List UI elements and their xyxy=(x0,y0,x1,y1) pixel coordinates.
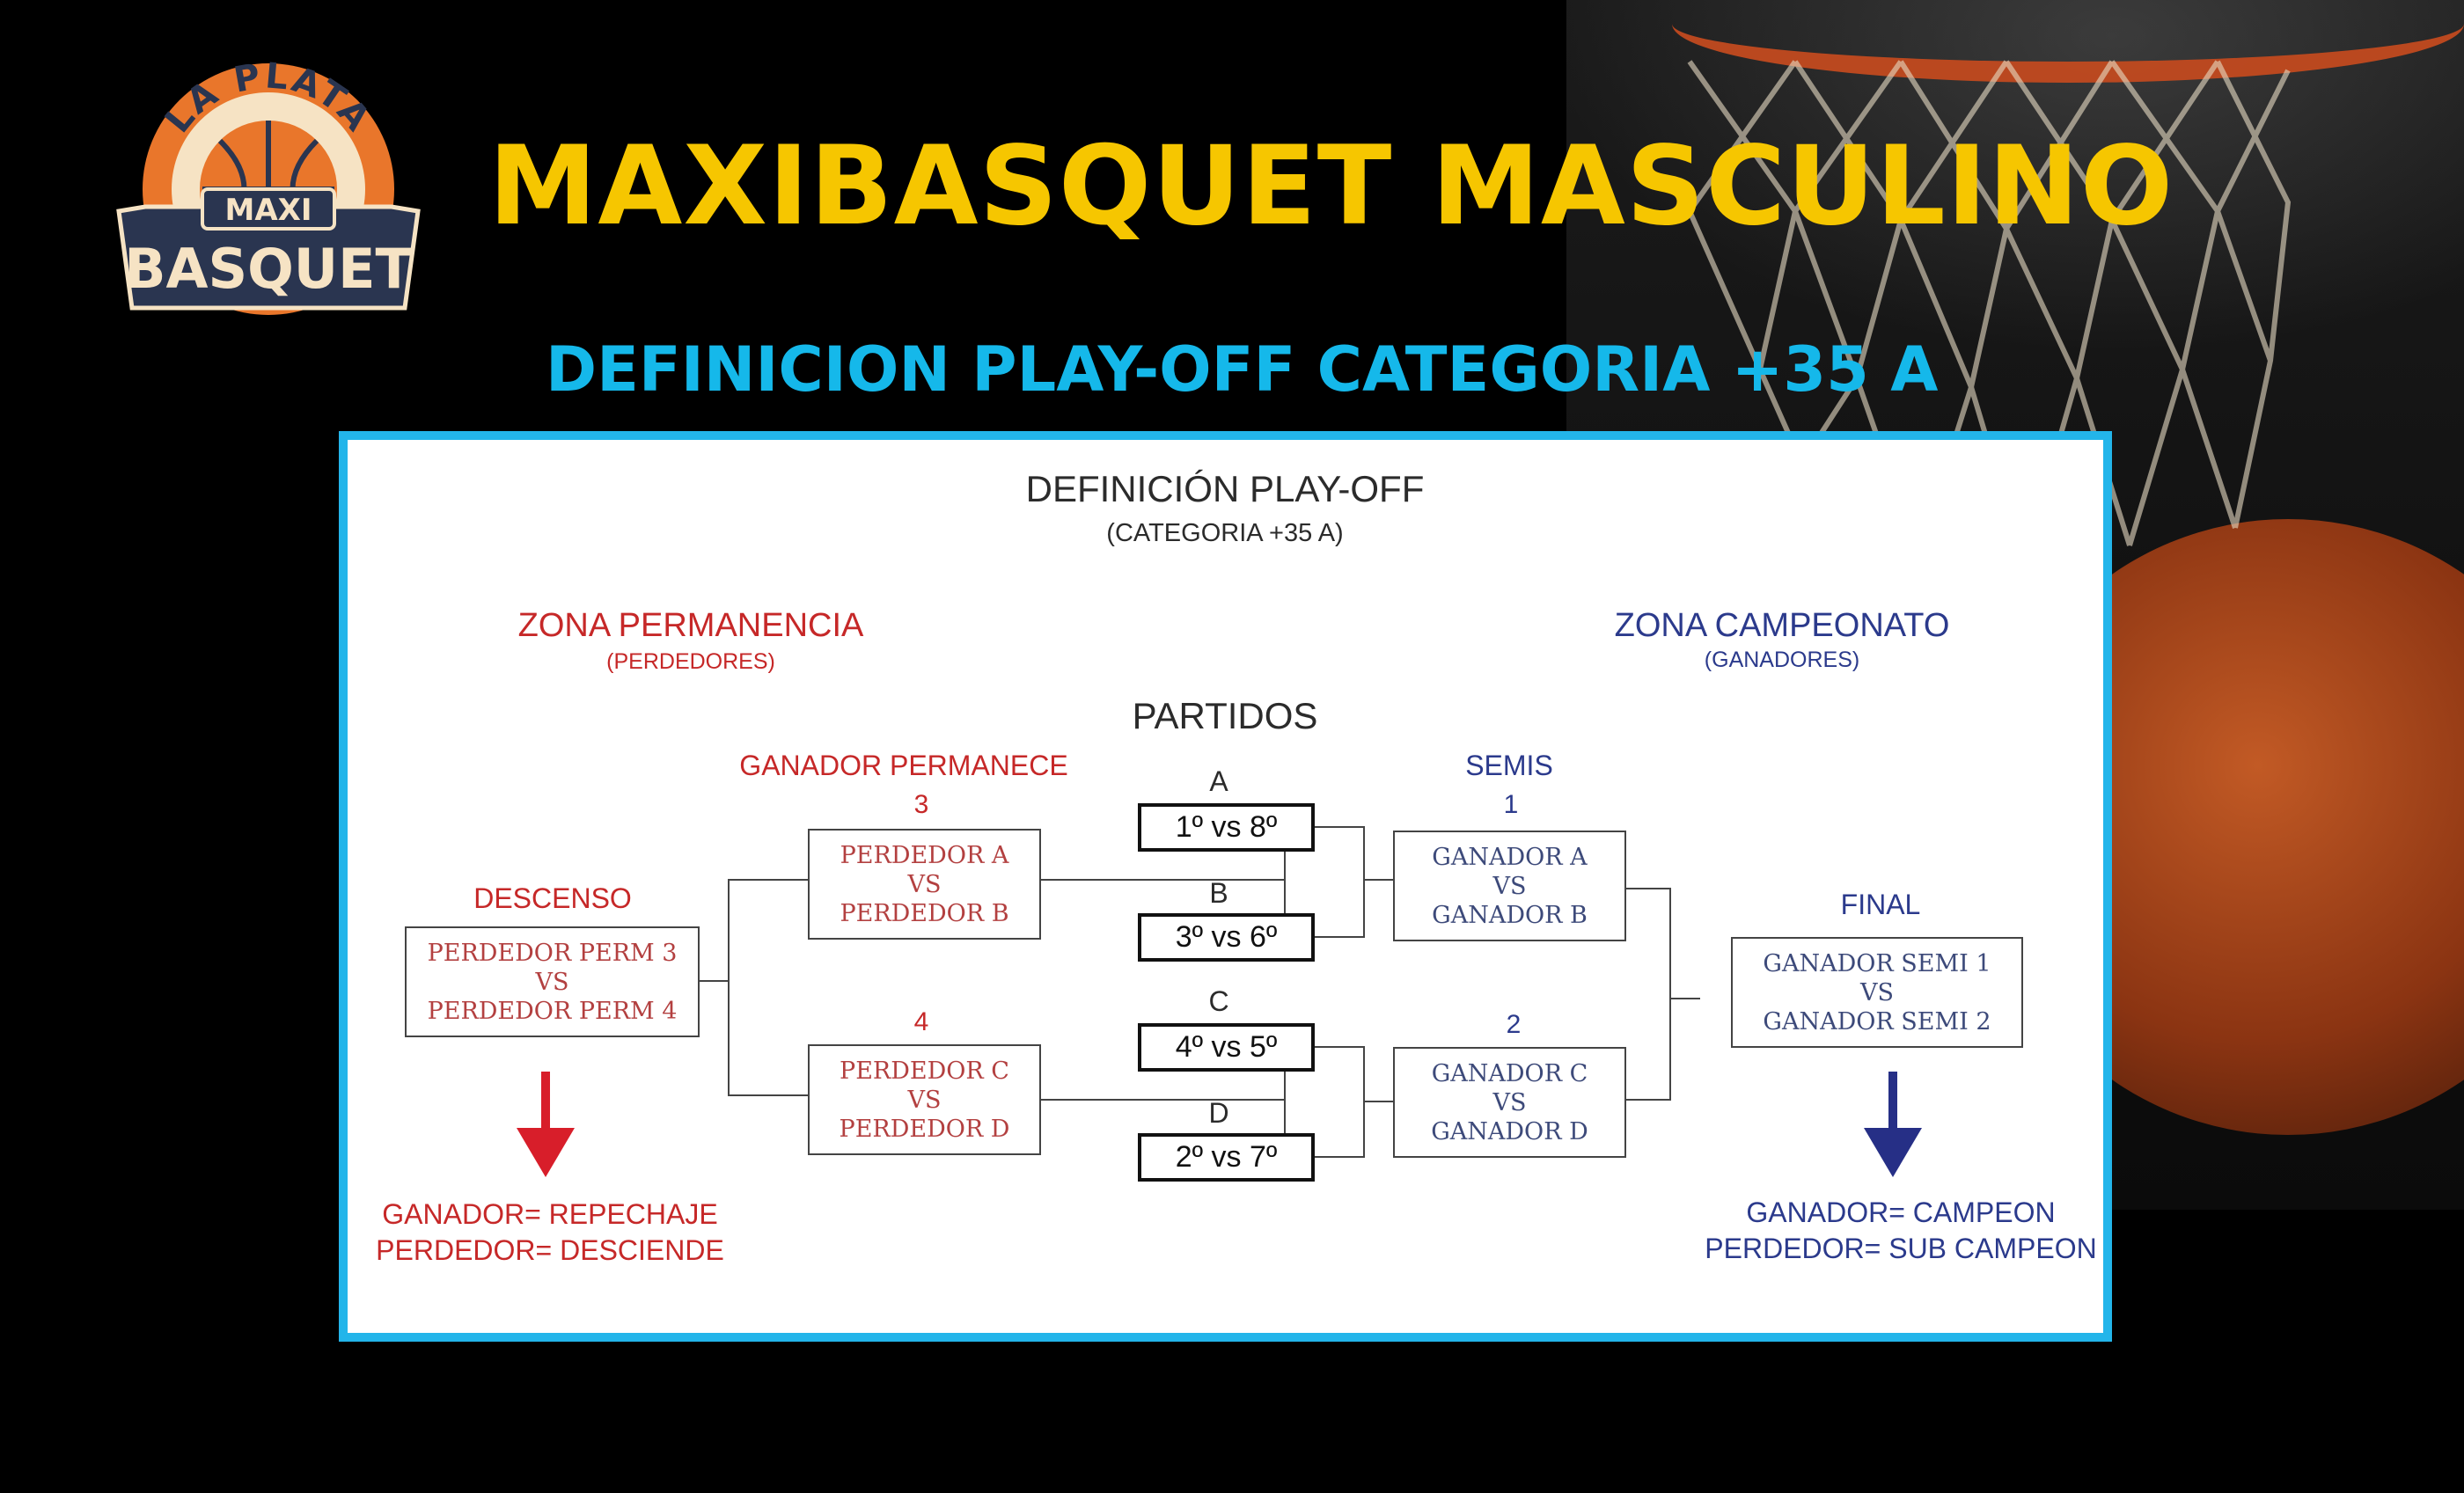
semi-2-line1: GANADOR C xyxy=(1431,1059,1588,1087)
result-right-line2: PERDEDOR= SUB CAMPEON xyxy=(1705,1233,2097,1264)
result-left-line2: PERDEDOR= DESCIENDE xyxy=(376,1234,724,1266)
perm-3-box: PERDEDOR A VS PERDEDOR B xyxy=(808,829,1041,940)
perm-4-number: 4 xyxy=(913,1007,929,1036)
final-vs: VS xyxy=(1860,978,1894,1006)
zona-campeonato-sub: (GANADORES) xyxy=(1704,648,1860,672)
logo-text-maxi: MAXI xyxy=(224,193,312,228)
diagram-subtitle: (CATEGORIA +35 A) xyxy=(1106,519,1344,547)
semi-1-vs: VS xyxy=(1492,872,1527,900)
perm-4-line1: PERDEDOR C xyxy=(840,1057,1009,1085)
match-letter-c: C xyxy=(1208,985,1229,1017)
page-title: MAXIBASQUET MASCULINO xyxy=(488,123,2174,250)
perm-4-vs: VS xyxy=(907,1086,942,1114)
final-box: GANADOR SEMI 1 VS GANADOR SEMI 2 xyxy=(1731,937,2023,1048)
descenso-vs: VS xyxy=(535,968,569,996)
match-b-box: 3º vs 6º xyxy=(1138,913,1315,962)
ganador-permanece-label: GANADOR PERMANECE xyxy=(739,750,1068,781)
perm-4-box: PERDEDOR C VS PERDEDOR D xyxy=(808,1044,1041,1155)
match-letter-d: D xyxy=(1208,1097,1229,1129)
la-plata-maxibasquet-logo: LA PLATA MAXI BASQUET xyxy=(116,57,421,315)
final-line2: GANADOR SEMI 2 xyxy=(1763,1007,1991,1036)
perm-3-line1: PERDEDOR A xyxy=(840,841,1009,869)
bracket-connectors xyxy=(517,826,1922,1177)
descenso-label: DESCENSO xyxy=(473,882,632,914)
match-d-box: 2º vs 7º xyxy=(1138,1133,1315,1182)
zona-campeonato-title: ZONA CAMPEONATO xyxy=(1614,607,1950,644)
semi-1-line1: GANADOR A xyxy=(1432,843,1588,871)
match-c-box: 4º vs 5º xyxy=(1138,1023,1315,1072)
perm-3-line2: PERDEDOR B xyxy=(840,899,1009,927)
playoff-diagram-panel: DEFINICIÓN PLAY-OFF (CATEGORIA +35 A) ZO… xyxy=(339,431,2112,1342)
match-a-box: 1º vs 8º xyxy=(1138,803,1315,852)
zona-permanencia-title: ZONA PERMANENCIA xyxy=(517,607,864,644)
perm-3-number: 3 xyxy=(913,790,929,819)
semis-label: SEMIS xyxy=(1465,750,1553,781)
result-right-line1: GANADOR= CAMPEON xyxy=(1746,1197,2056,1228)
descenso-line1: PERDEDOR PERM 3 xyxy=(427,939,678,967)
match-letter-a: A xyxy=(1209,765,1228,797)
logo-text-basquet: BASQUET xyxy=(124,237,413,301)
arrow-down-red-icon xyxy=(517,1072,575,1177)
semi-2-line2: GANADOR D xyxy=(1431,1117,1588,1145)
page-subtitle: DEFINICION PLAY-OFF CATEGORIA +35 A xyxy=(546,333,1939,406)
semi-1-line2: GANADOR B xyxy=(1432,901,1588,929)
match-letter-b: B xyxy=(1209,877,1228,909)
diagram-title: DEFINICIÓN PLAY-OFF xyxy=(1025,468,1425,509)
partidos-label: PARTIDOS xyxy=(1132,695,1318,736)
semi-2-vs: VS xyxy=(1492,1088,1527,1116)
descenso-line2: PERDEDOR PERM 4 xyxy=(427,997,678,1025)
arrow-down-blue-icon xyxy=(1864,1072,1922,1177)
result-left-line1: GANADOR= REPECHAJE xyxy=(382,1198,718,1230)
semi-1-number: 1 xyxy=(1503,790,1519,819)
semi-2-number: 2 xyxy=(1506,1010,1522,1039)
perm-4-line2: PERDEDOR D xyxy=(839,1115,1010,1143)
semi-2-box: GANADOR C VS GANADOR D xyxy=(1393,1047,1626,1158)
descenso-box: PERDEDOR PERM 3 VS PERDEDOR PERM 4 xyxy=(405,926,700,1037)
final-line1: GANADOR SEMI 1 xyxy=(1763,949,1991,977)
semi-1-box: GANADOR A VS GANADOR B xyxy=(1393,831,1626,941)
perm-3-vs: VS xyxy=(907,870,942,898)
final-label: FINAL xyxy=(1840,889,1921,920)
zona-permanencia-sub: (PERDEDORES) xyxy=(606,649,775,674)
